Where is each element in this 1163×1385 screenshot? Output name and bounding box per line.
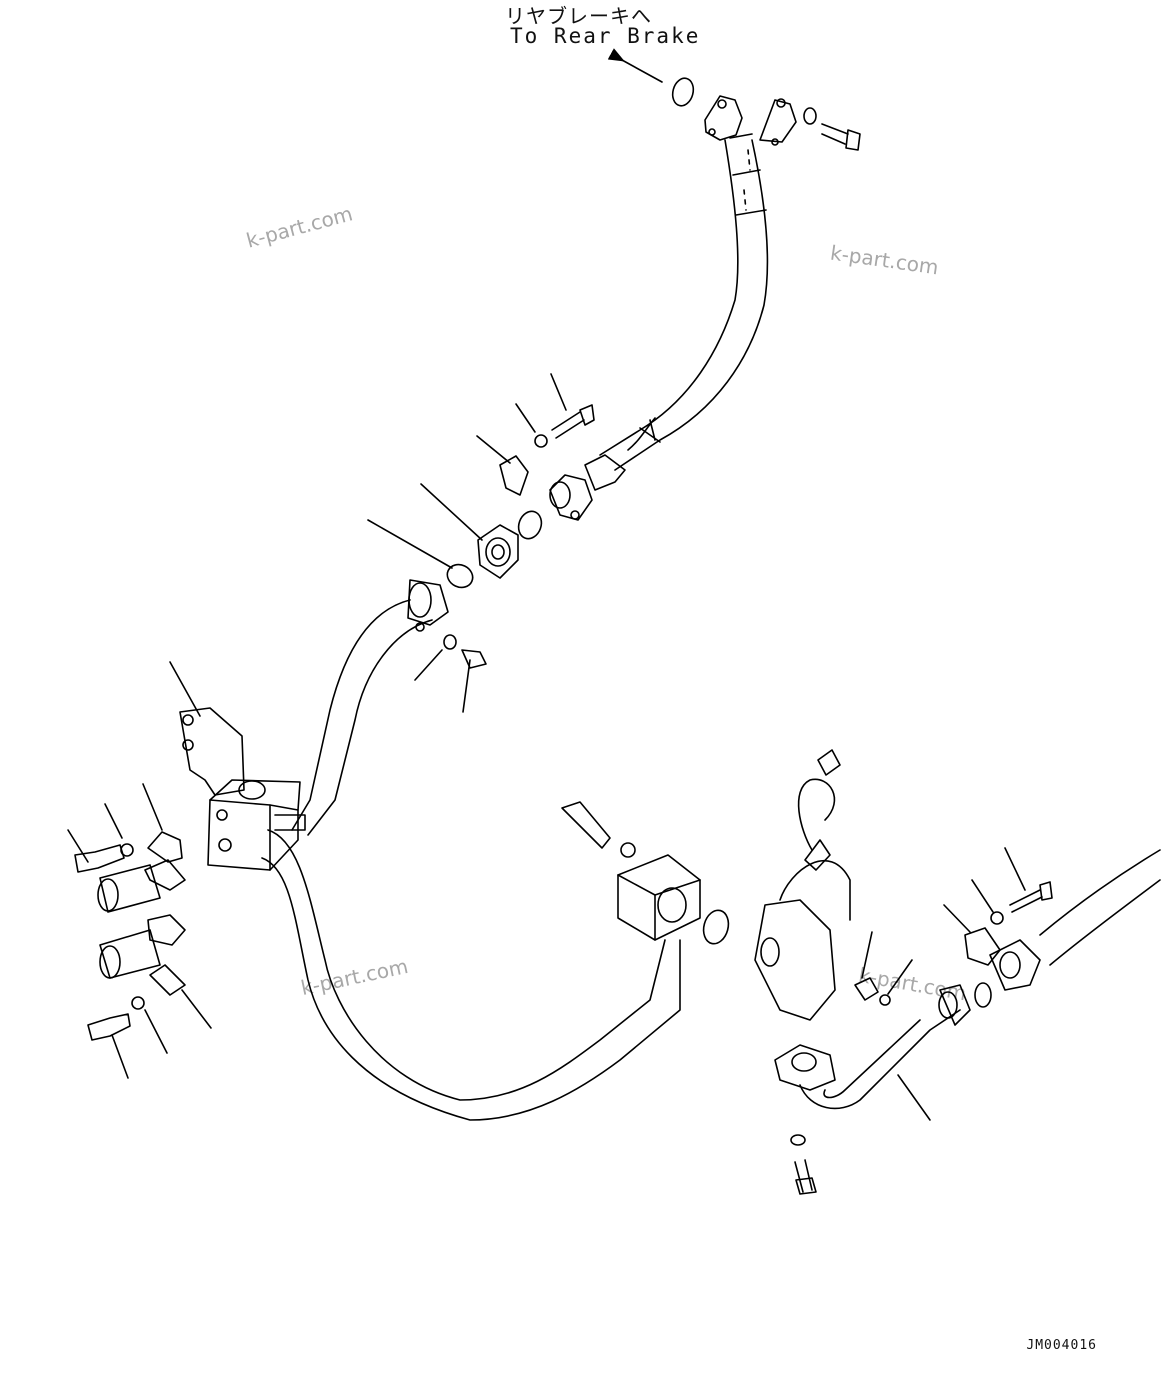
flange-block: [561, 801, 730, 945]
upper-hose: [599, 133, 769, 471]
direction-label-jp: リヤブレーキへ: [505, 4, 652, 28]
main-pipe: [261, 579, 681, 1121]
hose-end-flange: [446, 404, 626, 589]
junction-block: [179, 707, 306, 871]
right-pipe-and-hose: [774, 847, 1161, 1195]
direction-label-en: To Rear Brake: [510, 24, 701, 48]
drawing-code: JM004016: [1026, 1338, 1097, 1353]
upper-hose-fitting: [671, 77, 861, 151]
left-clamps-bolts: [67, 783, 212, 1079]
right-valve: [754, 749, 851, 1021]
direction-arrow: [607, 48, 663, 83]
leader-lines-upper: [169, 373, 567, 717]
